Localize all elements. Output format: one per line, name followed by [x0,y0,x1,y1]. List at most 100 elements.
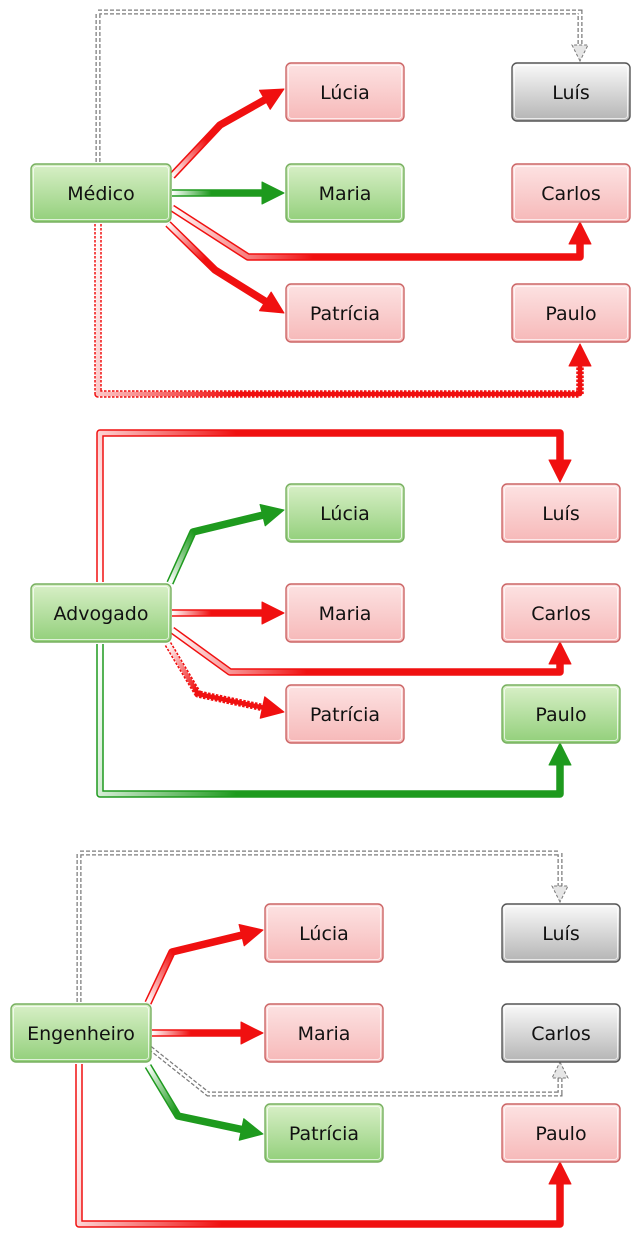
advogado-node-luis: Luís [501,483,621,543]
medico-node-patricia: Patrícia [285,283,405,343]
medico-node-lucia: Lúcia [285,62,405,122]
engenheiro-edge-to-carlos [148,1046,569,1097]
medico-node-luis: Luís [511,62,631,122]
advogado-node-carlos-label: Carlos [531,603,591,625]
engenheiro-edge-to-paulo-arrowhead [548,1161,572,1185]
advogado-source-node: Advogado [30,583,172,643]
advogado-edge-to-luis [96,429,572,582]
engenheiro-edge-to-luis [76,850,569,1002]
engenheiro-node-lucia-inner-highlight [267,906,381,960]
engenheiro-edge-to-paulo [75,1064,572,1228]
engenheiro-node-patricia-label: Patrícia [289,1123,359,1145]
medico-edge-to-carlos [169,204,592,261]
engenheiro-node-lucia-label: Lúcia [299,923,349,945]
medico-node-lucia-label: Lúcia [320,82,370,104]
medico-edge-to-lucia-arrowhead [258,88,285,110]
advogado-edge-to-maria [172,601,285,625]
advogado-node-patricia-inner-highlight [288,687,402,741]
advogado-node-luis-inner-highlight [504,486,618,540]
engenheiro-source-node: Engenheiro [10,1003,152,1063]
advogado-edge-to-patricia-arrowhead [259,696,285,719]
medico-node-paulo: Paulo [511,283,631,343]
medico-edge-to-maria [172,181,285,205]
advogado-node-lucia-box [285,483,405,543]
advogado-node-paulo: Paulo [501,684,621,744]
engenheiro-edge-to-luis-arrowhead [551,885,569,904]
engenheiro-edge-to-lucia [144,923,264,1005]
advogado-node-maria-inner-highlight [288,586,402,640]
advogado-edge-to-carlos [169,626,572,676]
medico-node-patricia-inner-highlight [288,286,402,340]
medico-node-luis-label: Luís [552,82,589,104]
engenheiro-node-lucia: Lúcia [264,903,384,963]
engenheiro-node-patricia-box [264,1103,384,1163]
advogado-node-lucia-inner-highlight [288,486,402,540]
engenheiro-node-luis-box [501,903,621,963]
medico-node-carlos-inner-highlight [514,166,628,220]
advogado-edge-to-patricia-shaft [166,642,263,710]
advogado-node-patricia-label: Patrícia [310,704,380,726]
advogado-edge-to-lucia [166,503,285,585]
advogado-node-lucia-label: Lúcia [320,503,370,525]
medico-node-maria-label: Maria [319,183,372,205]
advogado-edge-to-lucia-shaft [167,512,264,584]
medico-node-patricia-box [285,283,405,343]
advogado-edge-to-luis-arrowhead [548,459,572,483]
engenheiro-node-carlos: Carlos [501,1003,621,1063]
advogado-node-maria: Maria [285,583,405,643]
engenheiro-edge-to-carlos-shaft [149,1047,562,1096]
medico-node-maria-box [285,163,405,223]
medico-node-paulo-label: Paulo [545,303,596,325]
medico-edge-to-patricia-arrowhead [259,291,285,314]
medico-node-maria-inner-highlight [288,166,402,220]
engenheiro-node-carlos-inner-highlight [504,1006,618,1060]
engenheiro-source-node-label: Engenheiro [27,1023,135,1045]
engenheiro-edge-to-luis-shaft [77,851,562,1002]
medico-node-luis-inner-highlight [514,65,628,119]
advogado-edge-to-patricia [164,642,285,719]
advogado-node-patricia-box [285,684,405,744]
advogado-node-paulo-inner-highlight [504,687,618,741]
medico-edge-to-lucia-shaft-outline [169,96,267,179]
advogado-node-carlos: Carlos [501,583,621,643]
medico-node-carlos-label: Carlos [541,183,601,205]
medico-node-maria: Maria [285,163,405,223]
engenheiro-node-luis-label: Luís [542,923,579,945]
medico-node-patricia-label: Patrícia [310,303,380,325]
medico-node-lucia-box [285,62,405,122]
advogado-node-paulo-label: Paulo [535,704,586,726]
advogado-node-luis-label: Luís [542,503,579,525]
medico-node-lucia-inner-highlight [288,65,402,119]
engenheiro-node-paulo-label: Paulo [535,1123,586,1145]
advogado-source-node-box [30,583,172,643]
engenheiro-node-maria-label: Maria [298,1023,351,1045]
engenheiro-node-lucia-box [264,903,384,963]
engenheiro-edge-to-lucia-arrowhead [238,923,264,947]
medico-node-paulo-box [511,283,631,343]
engenheiro-node-paulo-inner-highlight [504,1106,618,1160]
engenheiro-node-patricia: Patrícia [264,1103,384,1163]
medico-edge-to-carlos-shaft [170,206,583,260]
medico-node-paulo-inner-highlight [514,286,628,340]
advogado-node-maria-label: Maria [319,603,372,625]
medico-edge-to-luis-arrowhead [571,44,589,63]
medico-edge-to-paulo-shaft [95,224,583,397]
advogado-source-node-inner-highlight [33,586,169,640]
medico-source-node-label: Médico [67,183,135,205]
engenheiro-node-maria: Maria [264,1003,384,1063]
advogado-edge-to-paulo-arrowhead [548,742,572,766]
medico-edge-to-luis-shaft [96,10,582,162]
medico-edge-to-patricia [165,221,285,314]
advogado-node-maria-box [285,583,405,643]
engenheiro-edge-to-lucia-shaft [145,932,243,1004]
engenheiro-edge-to-maria [152,1021,264,1045]
medico-node-carlos-box [511,163,631,223]
advogado-node-patricia: Patrícia [285,684,405,744]
engenheiro-edge-to-patricia-shaft [146,1064,242,1132]
medico-edge-to-luis [95,9,589,162]
engenheiro-node-maria-box [264,1003,384,1063]
